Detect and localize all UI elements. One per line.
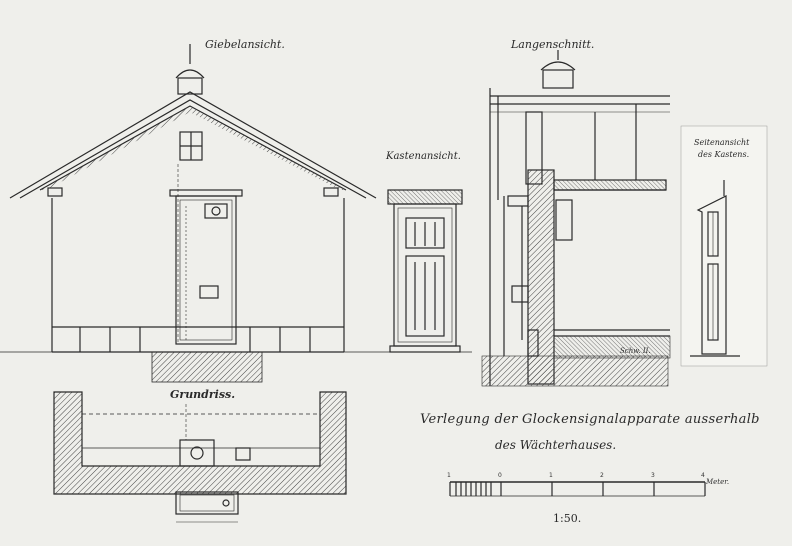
scale-tick: 1 bbox=[549, 472, 553, 479]
scale-tick: 1 bbox=[447, 472, 451, 479]
longitudinal-section bbox=[481, 50, 671, 387]
side-view-title-line1: Seitenansicht bbox=[694, 138, 750, 147]
box-view-title: Kastenansicht. bbox=[386, 151, 461, 162]
floor-plan-title: Grundriss. bbox=[170, 388, 236, 401]
scale-tick: 0 bbox=[498, 472, 502, 479]
gable-view-title: Giebelansicht. bbox=[205, 38, 285, 51]
scale-label: 1:50. bbox=[553, 512, 582, 525]
scale-tick: 2 bbox=[600, 472, 604, 479]
scale-unit: Meter. bbox=[706, 478, 730, 486]
gable-view bbox=[0, 44, 380, 383]
sill-annotation: Schw. II. bbox=[620, 347, 651, 355]
box-view bbox=[380, 189, 472, 353]
floor-plan bbox=[53, 391, 347, 523]
side-view bbox=[680, 125, 768, 367]
scale-tick: 3 bbox=[651, 472, 655, 479]
scale-bar bbox=[449, 481, 706, 497]
caption-line-1: Verlegung der Glockensignalapparate auss… bbox=[420, 412, 760, 427]
scale-tick: 4 bbox=[701, 472, 705, 479]
caption-line-2: des Wächterhauses. bbox=[495, 438, 617, 452]
side-view-title-line2: des Kastens. bbox=[698, 150, 750, 159]
longitudinal-section-title: Langenschnitt. bbox=[511, 38, 595, 51]
